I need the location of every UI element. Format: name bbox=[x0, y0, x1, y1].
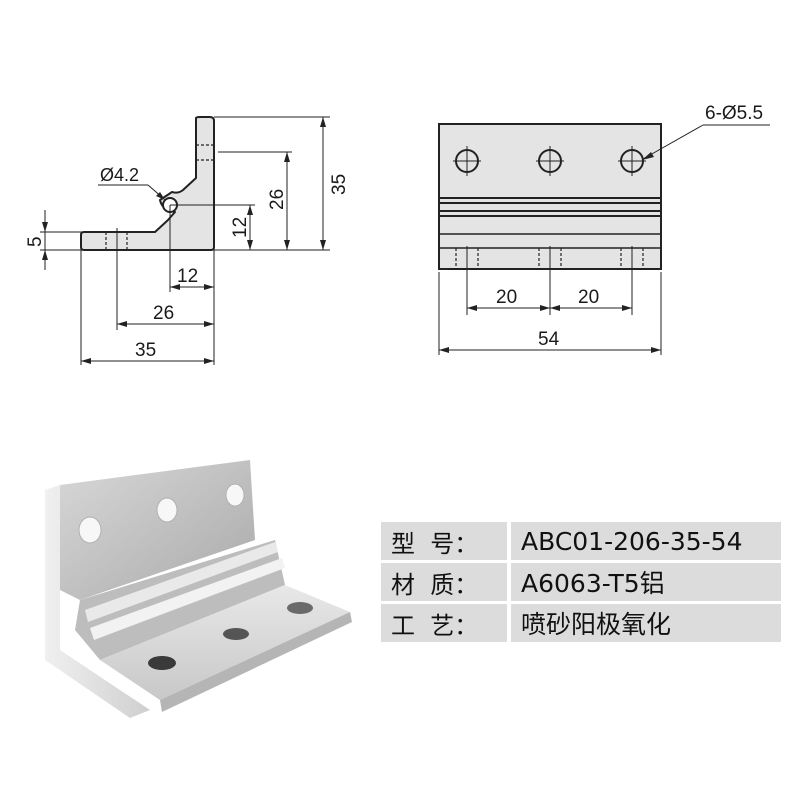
side-view-drawing: Ø4.2 35 26 12 5 12 26 35 bbox=[25, 116, 350, 365]
dim-width-total: 35 bbox=[135, 340, 156, 361]
product-render bbox=[45, 460, 352, 718]
spec-value: A6063-T5铝 bbox=[511, 563, 781, 601]
dim-height-total: 35 bbox=[329, 174, 350, 195]
spec-value: ABC01-206-35-54 bbox=[511, 522, 781, 560]
dim-length-total: 54 bbox=[538, 329, 560, 350]
dim-width-hole-row: 26 bbox=[153, 303, 174, 324]
dim-width-slot: 12 bbox=[177, 266, 198, 287]
front-view-drawing: 6-Ø5.5 20 20 54 bbox=[438, 103, 770, 355]
dim-pitch-left: 20 bbox=[496, 287, 517, 308]
dim-thickness: 5 bbox=[25, 236, 46, 247]
spec-row-material: 材 质： A6063-T5铝 bbox=[381, 563, 781, 601]
spec-row-finish: 工 艺： 喷砂阳极氧化 bbox=[381, 604, 781, 642]
spec-value: 喷砂阳极氧化 bbox=[511, 604, 781, 642]
side-profile bbox=[80, 116, 215, 251]
spec-table: 型 号： ABC01-206-35-54 材 质： A6063-T5铝 工 艺：… bbox=[381, 522, 781, 645]
spec-label: 工 艺： bbox=[381, 604, 507, 642]
dim-height-slot: 12 bbox=[230, 217, 251, 238]
spec-label: 材 质： bbox=[381, 563, 507, 601]
hole-diameter-label: Ø4.2 bbox=[100, 165, 139, 185]
spec-row-model: 型 号： ABC01-206-35-54 bbox=[381, 522, 781, 560]
spec-label: 型 号： bbox=[381, 522, 507, 560]
dim-pitch-right: 20 bbox=[578, 287, 599, 308]
dim-height-hole-row: 26 bbox=[267, 189, 288, 210]
hole-callout: 6-Ø5.5 bbox=[705, 103, 763, 124]
